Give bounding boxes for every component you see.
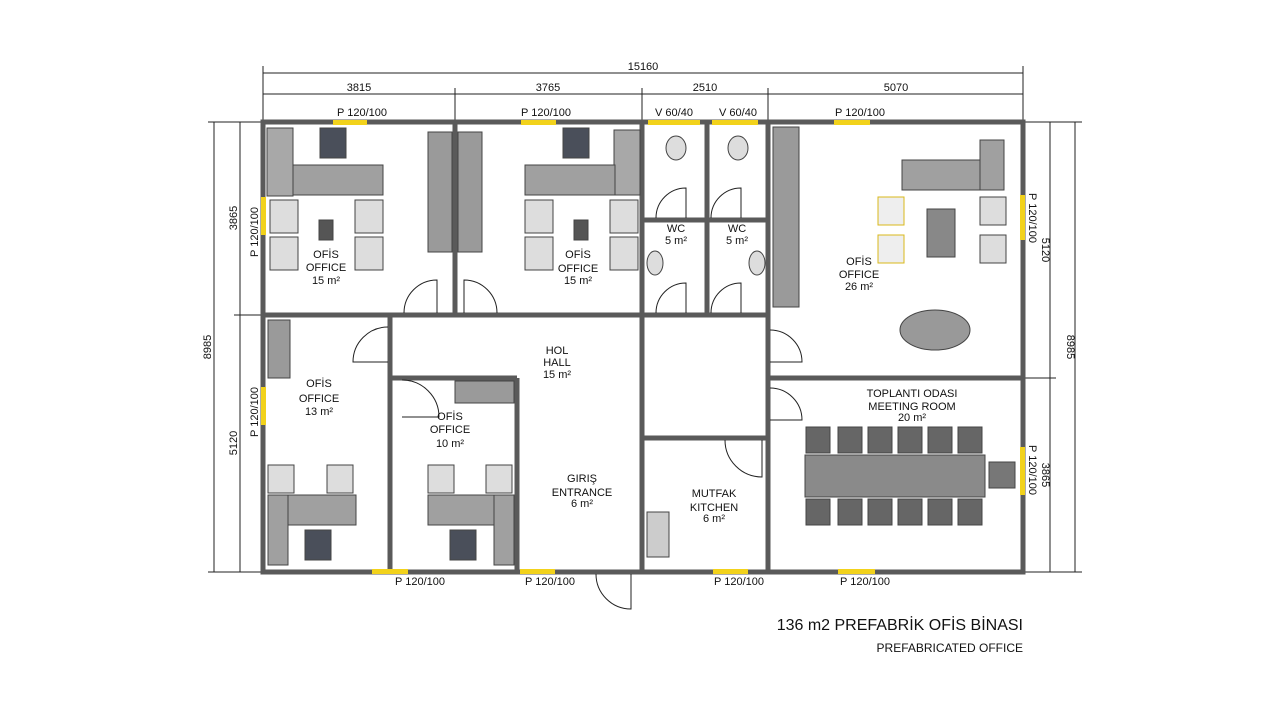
dim-segment-3: 2510 [693, 82, 717, 94]
window-label-left-1: P 120/100 [249, 207, 261, 257]
furniture [266, 126, 1016, 566]
room-area: 10 m² [436, 438, 464, 450]
room-area: 5 m² [726, 235, 748, 247]
window-label-bottom-2: P 120/100 [525, 576, 575, 588]
room-area: 5 m² [665, 235, 687, 247]
dim-right-bottom: 3865 [1039, 463, 1051, 487]
room-label: OFFICE [839, 269, 879, 281]
dim-left-top: 3865 [228, 206, 240, 230]
dim-left-bottom: 5120 [228, 431, 240, 455]
room-office-4: OFİS OFFICE 13 m² [299, 377, 339, 418]
window-label-left-2: P 120/100 [249, 387, 261, 437]
room-area: 15 m² [312, 275, 340, 287]
room-office-3: OFİS OFFICE 26 m² [839, 255, 879, 293]
plan-title: 136 m2 PREFABRİK OFİS BİNASI [776, 617, 1023, 634]
room-label: OFFICE [299, 393, 339, 405]
window-label-top-3: V 60/40 [655, 107, 693, 119]
plan-subtitle: PREFABRICATED OFFICE [876, 641, 1023, 655]
room-label: MEETING ROOM [868, 401, 955, 413]
room-area: 6 m² [703, 513, 725, 525]
room-meeting: TOPLANTI ODASI MEETING ROOM 20 m² [867, 388, 958, 424]
window-label-bottom-1: P 120/100 [395, 576, 445, 588]
dim-right-top: 5120 [1039, 238, 1051, 262]
windows [261, 120, 1025, 574]
room-label: WC [728, 223, 746, 235]
dim-segment-1: 3815 [347, 82, 371, 94]
room-office-1: OFİS OFFICE 15 m² [306, 248, 346, 287]
room-label: MUTFAK [692, 488, 737, 500]
dim-total-width: 15160 [628, 61, 659, 73]
room-label: TOPLANTI ODASI [867, 388, 958, 400]
room-label: HOL [546, 345, 569, 357]
room-label: GIRIŞ [567, 473, 597, 485]
window-label-bottom-4: P 120/100 [840, 576, 890, 588]
room-hall: HOL HALL 15 m² [543, 345, 571, 381]
room-office-5: OFİS OFFICE 10 m² [430, 410, 470, 450]
room-area: 26 m² [845, 281, 873, 293]
dim-left-total: 8985 [202, 335, 214, 359]
room-label: KITCHEN [690, 502, 738, 514]
dim-segment-4: 5070 [884, 82, 908, 94]
room-area: 15 m² [564, 275, 592, 287]
dim-segment-2: 3765 [536, 82, 560, 94]
room-label: OFİS [306, 377, 332, 390]
room-label: HALL [543, 357, 571, 369]
room-label: OFİS [313, 248, 339, 261]
room-label: OFİS [846, 255, 872, 268]
room-kitchen: MUTFAK KITCHEN 6 m² [690, 488, 738, 525]
window-label-bottom-3: P 120/100 [714, 576, 764, 588]
window-label-top-1: P 120/100 [337, 107, 387, 119]
doors [352, 187, 803, 610]
room-label: OFİS [565, 248, 591, 261]
room-label: OFFICE [430, 424, 470, 436]
walls [260, 119, 1026, 575]
room-entrance: GIRIŞ ENTRANCE 6 m² [552, 473, 613, 510]
room-area: 20 m² [898, 412, 926, 424]
dim-right-total: 8985 [1064, 335, 1076, 359]
window-label-top-4: V 60/40 [719, 107, 757, 119]
room-label: OFİS [437, 410, 463, 423]
room-area: 15 m² [543, 369, 571, 381]
room-label: OFFICE [558, 263, 598, 275]
room-label: WC [667, 223, 685, 235]
room-area: 13 m² [305, 406, 333, 418]
dimension-lines [208, 66, 1082, 573]
room-label: ENTRANCE [552, 487, 613, 499]
window-label-top-2: P 120/100 [521, 107, 571, 119]
window-label-right-1: P 120/100 [1026, 193, 1038, 243]
meeting-chairs [805, 426, 983, 526]
room-office-2: OFİS OFFICE 15 m² [558, 248, 598, 287]
room-wc-1: WC 5 m² [665, 223, 687, 247]
room-area: 6 m² [571, 498, 593, 510]
room-wc-2: WC 5 m² [726, 223, 748, 247]
room-label: OFFICE [306, 262, 346, 274]
window-label-right-2: P 120/100 [1026, 445, 1038, 495]
window-label-top-5: P 120/100 [835, 107, 885, 119]
